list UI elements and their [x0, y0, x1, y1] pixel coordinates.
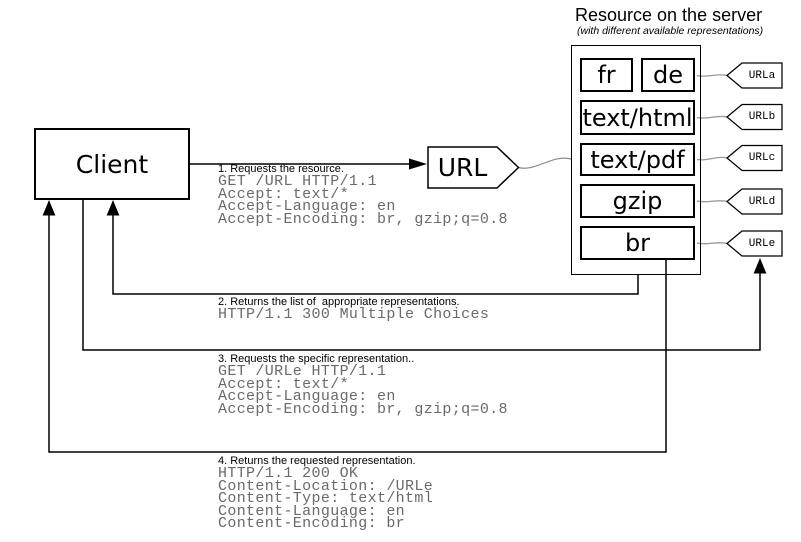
server-box [571, 45, 701, 275]
request-3-arrowhead [753, 258, 767, 274]
tag-shape-urlc [726, 144, 783, 172]
representation-label: fr [597, 61, 616, 89]
response-4-arrowhead [42, 200, 56, 216]
connector-html-urlb [696, 115, 728, 119]
representation-label: de [653, 61, 683, 89]
step-1-title: 1. Requests the resource. [218, 163, 344, 175]
http-header-line: Content-Type: text/html [218, 490, 434, 508]
http-header-line: GET /URL HTTP/1.1 [218, 173, 377, 190]
http-header-line: Accept-Encoding: br, gzip;q=0.8 [218, 400, 508, 418]
http-header-line: Content-Location: /URLe [218, 477, 434, 495]
http-header-line: Content-Encoding: br [218, 515, 406, 533]
step-4-title: 4. Returns the requested representation. [218, 455, 416, 467]
connector-br-urle [696, 242, 728, 245]
http-header-line: Accept-Encoding: br, gzip;q=0.8 [218, 210, 508, 228]
request-3-line [82, 200, 761, 351]
tag-shape-urld [726, 188, 783, 215]
client-label: Client [75, 149, 149, 179]
connector-gzip-urld [696, 200, 728, 203]
representation-box-br: br [580, 226, 695, 260]
representation-box-fr: fr [580, 58, 633, 92]
representation-label: text/html [582, 103, 693, 132]
client-box: Client [34, 128, 190, 200]
http-header-line: Content-Language: en [218, 502, 406, 520]
step-3-block: 3. Requests the specific representation.… [218, 352, 508, 418]
url-tag-urla: URLa [748, 69, 776, 82]
url-tag-urle: URLe [748, 237, 776, 250]
url-tag-urld: URLd [748, 195, 776, 208]
connector-pdf-urlc [696, 156, 728, 161]
url-tag-urlb: URLb [748, 111, 776, 123]
response-4-line [48, 214, 667, 453]
representation-label: text/pdf [590, 145, 685, 174]
http-header-line: GET /URLe HTTP/1.1 [218, 363, 387, 380]
server-title: Resource on the server [575, 5, 763, 25]
representation-box-text-pdf: text/pdf [580, 143, 695, 176]
http-header-line: HTTP/1.1 300 Multiple Choices [218, 306, 490, 323]
request-1-arrowhead [409, 158, 427, 170]
http-header-line: Accept: text/* [218, 185, 349, 203]
tag-shape-urlb [726, 103, 783, 131]
step-2-title: 2. Returns the list of appropriate repre… [218, 296, 460, 308]
connector-de-urla [696, 74, 728, 77]
http-header-line: Accept-Language: en [218, 388, 396, 406]
url-to-server-connector [517, 157, 572, 169]
representation-box-gzip: gzip [580, 184, 695, 218]
http-header-line: Accept: text/* [218, 375, 349, 393]
response-2-arrowhead [106, 200, 120, 216]
http-header-line: HTTP/1.1 200 OK [218, 465, 359, 482]
step-1-block: 1. Requests the resource. GET /URL HTTP/… [218, 162, 508, 228]
server-subtitle: (with different available representation… [577, 25, 764, 37]
tag-shape-urla [726, 62, 783, 89]
http-header-line: Accept-Language: en [218, 198, 396, 216]
step-2-block: 2. Returns the list of appropriate repre… [218, 295, 489, 322]
response-2-line [112, 214, 639, 295]
representation-box-de: de [641, 58, 695, 92]
tag-shape-urle [726, 230, 783, 257]
representation-box-text-html: text/html [580, 100, 695, 135]
url-sign-shape [427, 146, 520, 189]
representation-label: gzip [612, 187, 663, 215]
representation-label: br [624, 229, 651, 257]
url-tag-urlc: URLc [748, 152, 776, 164]
step-4-block: 4. Returns the requested representation.… [218, 454, 433, 531]
url-sign-label: URL [437, 153, 488, 182]
step-3-title: 3. Requests the specific representation.… [218, 353, 415, 365]
